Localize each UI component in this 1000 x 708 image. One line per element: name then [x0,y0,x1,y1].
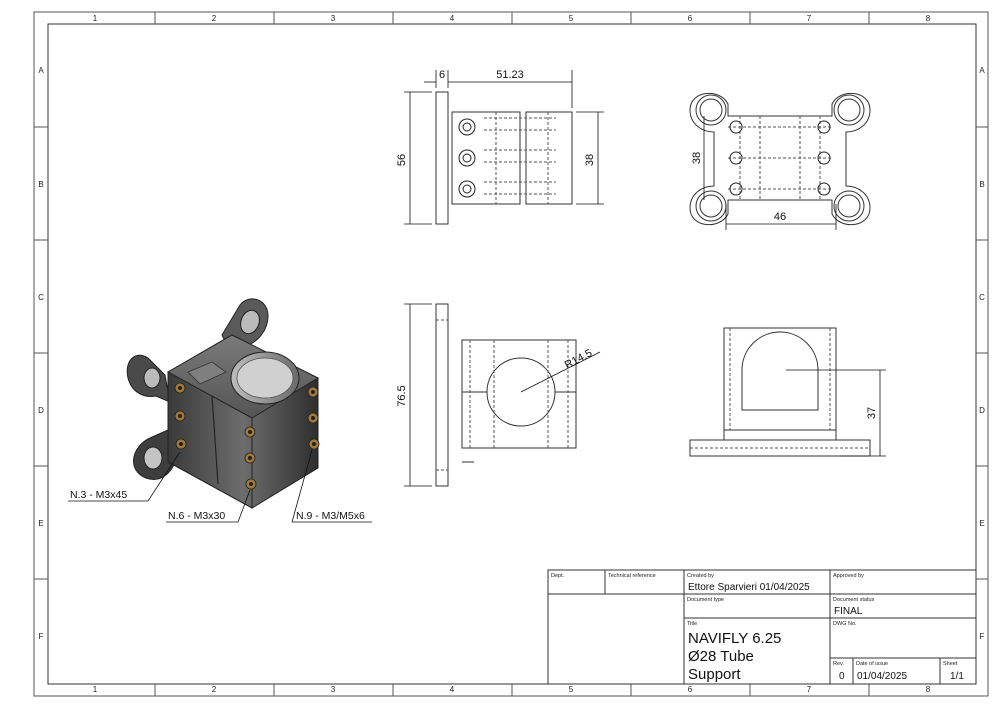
zone-row-right-c: C [979,293,985,302]
dim-overall-height: 56 [396,154,408,166]
zone-col-bottom-8: 8 [926,685,931,694]
tb-dept-label: Dept. [551,573,565,579]
zone-row-right-b: B [979,180,984,189]
end-view [689,327,871,457]
zone-col-bottom-1: 1 [93,685,98,694]
zone-col-bottom-5: 5 [569,685,574,694]
zone-col-top-1: 1 [93,14,98,23]
tb-docstatus-label: Document status [833,597,875,603]
callout-screws-m3x45: N.3 - M3x45 [70,489,127,501]
dim-overall-width: 51.23 [496,69,524,81]
zone-col-top-2: 2 [212,14,217,23]
zone-col-bottom-6: 6 [688,685,693,694]
tb-title-label: Title [687,621,697,627]
dim-axis-height: 37 [866,407,878,419]
tb-rev-label: Rev. [833,661,844,667]
tb-title-line-2: Ø28 Tube [688,648,754,665]
dims-plan-view [703,116,837,230]
dims-end-view [786,369,886,457]
zone-col-top-8: 8 [926,14,931,23]
callout-leaders [68,449,372,523]
zone-row-right-f: F [980,632,985,641]
tb-sheet-label: Sheet [943,661,958,667]
zone-col-top-7: 7 [807,14,812,23]
tb-doc-status: FINAL [834,606,863,617]
dims-front-view [404,303,601,487]
zone-col-top-3: 3 [331,14,336,23]
zone-row-left-c: C [38,293,44,302]
tb-title-line-1: NAVIFLY 6.25 [688,630,781,647]
zone-col-bottom-3: 3 [331,685,336,694]
tb-createdby-label: Created by [687,573,714,579]
tb-title-line-3: Support [688,666,741,683]
zone-row-left-f: F [39,632,44,641]
zone-row-left-e: E [38,519,43,528]
tb-rev: 0 [839,671,845,682]
tb-approvedby-label: Approved by [833,573,864,579]
tb-doctype-label: Document type [687,597,724,603]
side-view-top [435,91,573,225]
tb-techref-label: Technical reference [608,573,656,579]
zone-ticks [34,12,988,696]
plan-view [689,92,871,226]
zone-col-bottom-7: 7 [807,685,812,694]
dim-front-height: 76.5 [396,385,408,406]
zone-col-top-5: 5 [569,14,574,23]
callout-inserts-m3m5x6: N.9 - M3/M5x6 [296,510,365,522]
zone-row-left-a: A [38,66,44,75]
tb-date-label: Date of issue [856,661,888,667]
zone-col-bottom-2: 2 [212,685,217,694]
zone-row-right-a: A [979,66,985,75]
dim-plan-width: 46 [774,211,786,223]
inner-border [47,23,977,685]
title-block [547,569,977,685]
dims-side-view [404,70,604,225]
tb-date: 01/04/2025 [857,671,907,682]
zone-row-left-d: D [38,406,44,415]
tb-sheet: 1/1 [950,671,964,682]
dim-body-height: 38 [584,154,596,166]
dim-plan-height: 38 [691,152,703,164]
tb-dwgno-label: DWG No. [833,621,857,627]
zone-col-top-6: 6 [688,14,693,23]
tb-created-by: Ettore Sparvieri 01/04/2025 [688,582,810,593]
front-view [435,303,577,487]
isometric-view [126,298,320,509]
zone-col-top-4: 4 [450,14,455,23]
zone-row-right-d: D [979,406,985,415]
zone-row-left-b: B [38,180,43,189]
dim-flange-thickness: 6 [439,69,445,81]
zone-row-right-e: E [979,519,984,528]
zone-col-bottom-4: 4 [450,685,455,694]
callout-screws-m3x30: N.6 - M3x30 [168,510,225,522]
outer-border [33,11,989,697]
